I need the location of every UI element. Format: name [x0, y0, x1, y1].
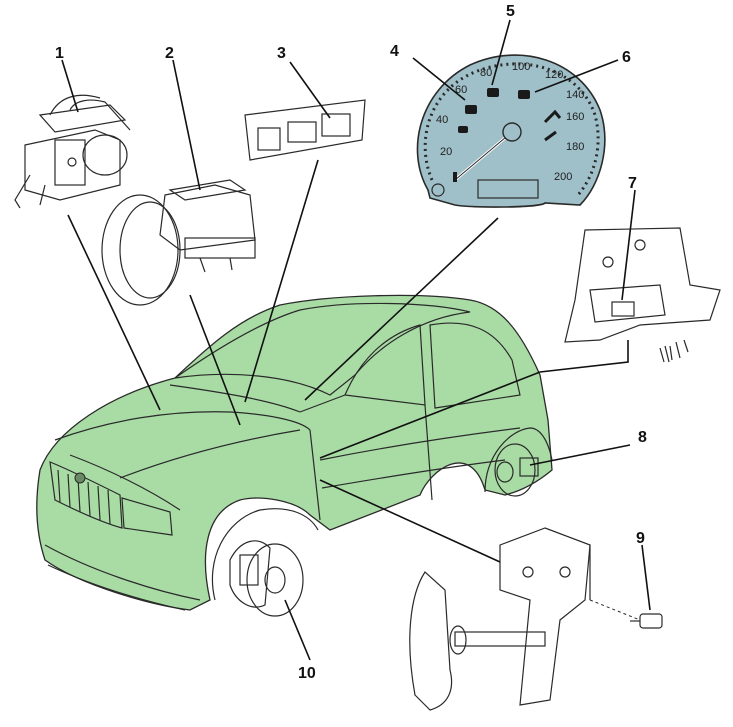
speed-label-160: 160	[566, 111, 584, 123]
callout-1: 1	[55, 45, 64, 62]
callout-3: 3	[277, 45, 286, 62]
dashboard-warning-panel	[244, 99, 366, 161]
warning-lamp-4-icon	[465, 105, 477, 114]
brake-booster-master-cylinder	[101, 179, 256, 306]
rear-brake	[494, 443, 539, 497]
callout-6: 6	[622, 49, 631, 66]
speed-label-60: 60	[455, 84, 467, 96]
speed-label-200: 200	[554, 171, 572, 183]
wrench-icon	[543, 109, 562, 124]
speed-label-120: 120	[545, 69, 563, 81]
warning-lamp-icon	[458, 126, 468, 133]
brake-pedal-assembly	[409, 527, 663, 711]
leader-lines	[61, 19, 651, 661]
callout-9: 9	[636, 530, 645, 547]
warning-lamp-6-icon	[518, 90, 530, 99]
callout-4: 4	[390, 43, 399, 60]
speed-label-140: 140	[566, 89, 584, 101]
speedometer: 20 40 60 80 100 120 140 160 180 200	[416, 54, 606, 208]
speed-label-80: 80	[480, 67, 492, 79]
front-disc-brake	[229, 540, 304, 617]
speed-label-20: 20	[440, 146, 452, 158]
abs-hydraulic-unit	[14, 94, 131, 209]
car-body	[36, 294, 553, 611]
callout-2: 2	[165, 45, 174, 62]
warning-lamp-5-icon	[487, 88, 499, 97]
speed-label-180: 180	[566, 141, 584, 153]
callout-numbers: 1 2 3 4 5 6 7 8 9 10	[55, 3, 647, 682]
speed-label-100: 100	[512, 61, 530, 73]
callout-7: 7	[628, 175, 637, 192]
odometer-display	[477, 179, 539, 199]
callout-5: 5	[506, 3, 515, 20]
trim-panel-sensor	[564, 227, 721, 363]
speed-label-40: 40	[436, 114, 448, 126]
brake-light-switch	[639, 613, 663, 629]
callout-10: 10	[298, 665, 316, 682]
callout-8: 8	[638, 429, 647, 446]
